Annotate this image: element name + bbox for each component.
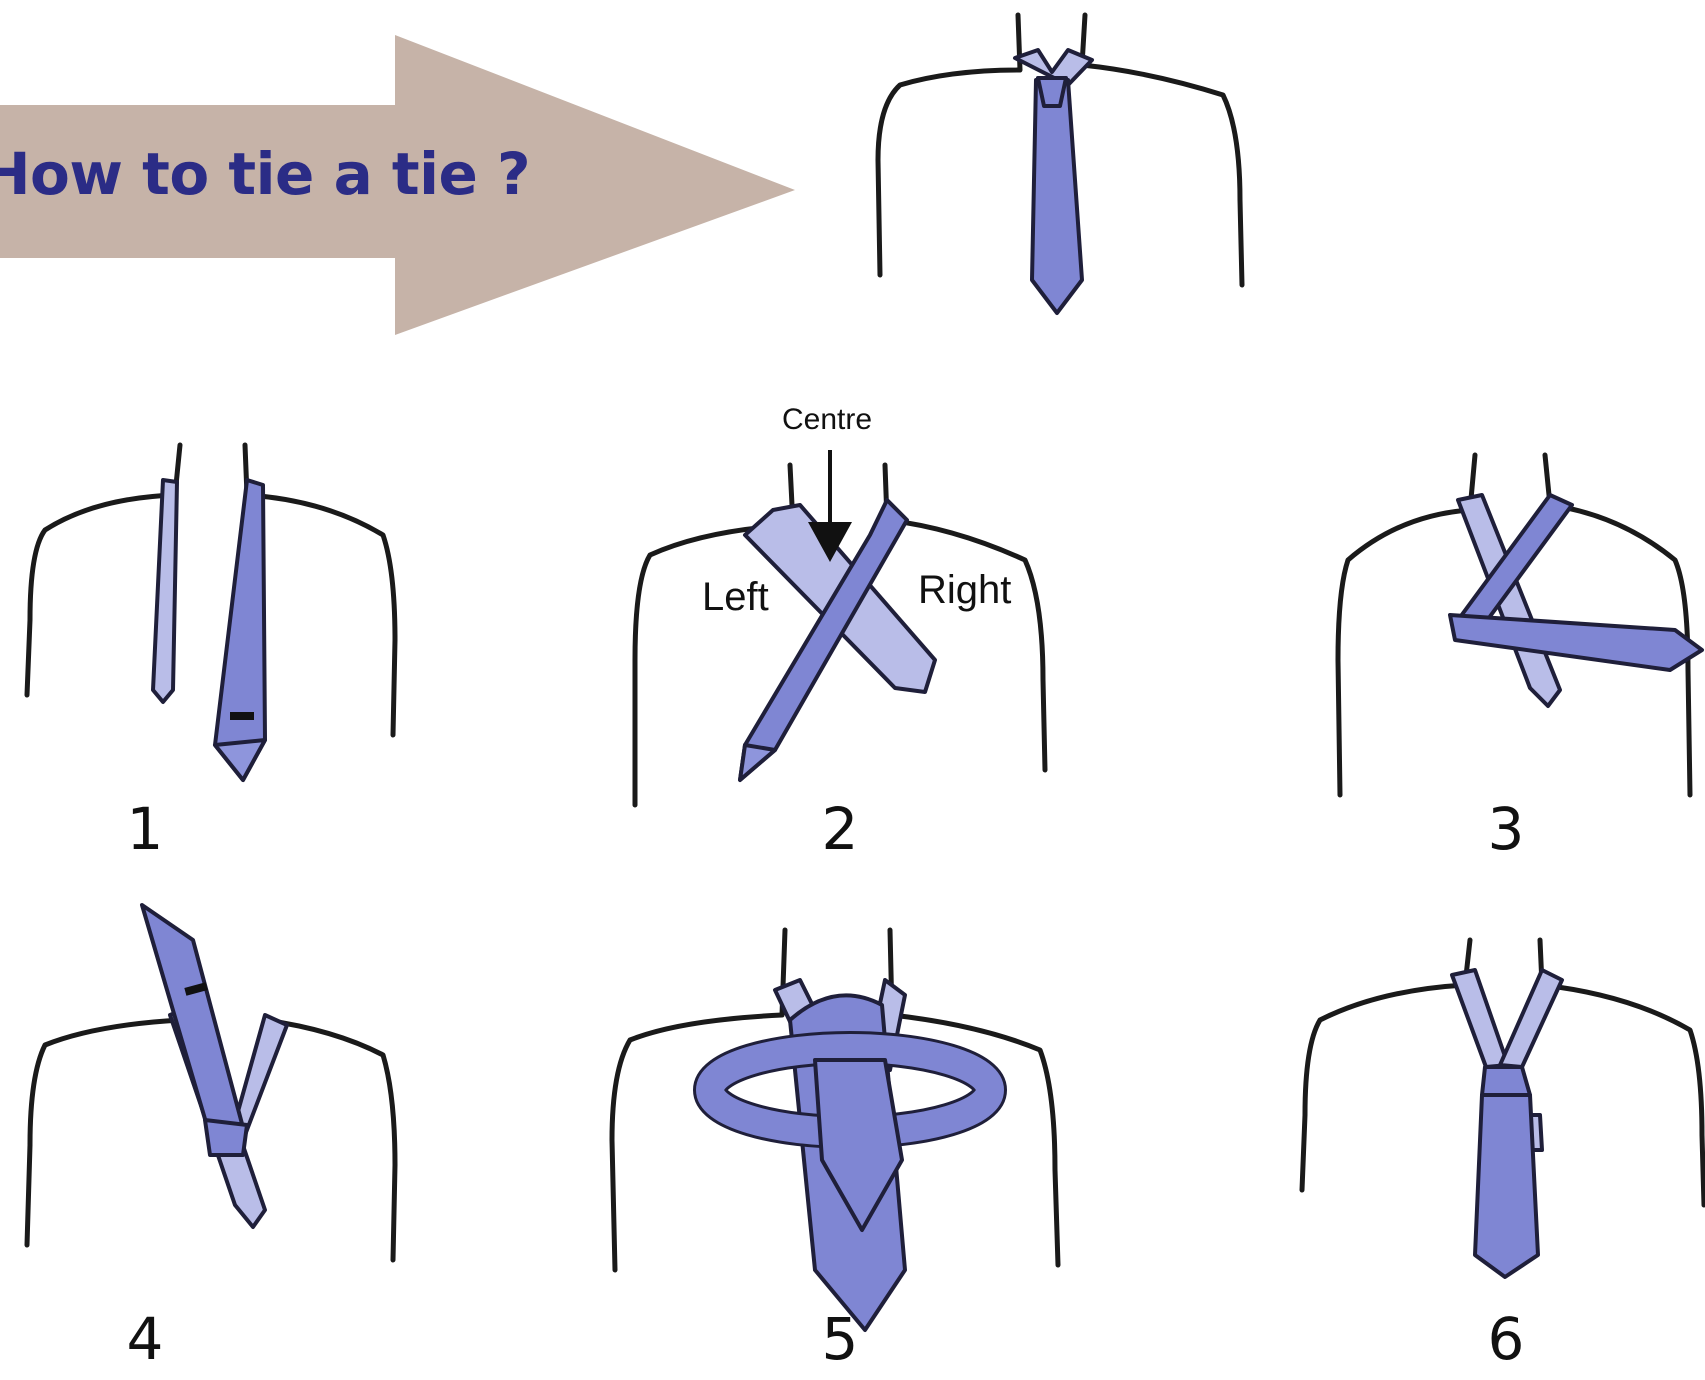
page-title: How to tie a tie ?	[0, 140, 530, 208]
step-number-1: 1	[85, 795, 205, 863]
centre-arrow-icon	[800, 450, 860, 565]
step-number-5: 5	[780, 1305, 900, 1373]
centre-annotation: Centre	[782, 403, 872, 437]
step-number-4: 4	[85, 1305, 205, 1373]
step-1-illustration	[15, 440, 395, 820]
step-number-3: 3	[1446, 795, 1566, 863]
finished-tie-illustration	[860, 10, 1250, 320]
step-number-6: 6	[1446, 1305, 1566, 1373]
step-3-illustration	[1330, 450, 1705, 820]
right-annotation: Right	[918, 568, 1011, 613]
step-5-illustration	[600, 920, 1060, 1290]
step-number-2: 2	[780, 795, 900, 863]
step-6-illustration	[1290, 935, 1705, 1305]
step-4-illustration	[15, 905, 395, 1275]
left-annotation: Left	[702, 575, 769, 620]
